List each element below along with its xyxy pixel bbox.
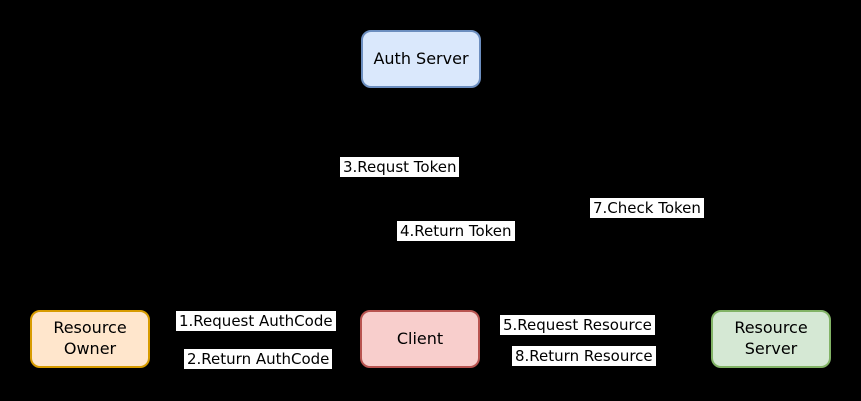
edge-label-step-8: 8.Return Resource	[512, 346, 656, 366]
node-auth-server: Auth Server	[361, 30, 481, 88]
edge-label-step-4: 4.Return Token	[397, 221, 515, 241]
edge-label-step-5: 5.Request Resource	[500, 315, 655, 335]
edge-step-7	[485, 76, 763, 307]
node-client: Client	[360, 310, 480, 368]
node-resource-owner: Resource Owner	[30, 310, 150, 368]
node-resource-server: Resource Server	[711, 310, 831, 368]
edge-label-step-3: 3.Requst Token	[340, 157, 460, 177]
edge-label-step-7: 7.Check Token	[590, 198, 704, 218]
node-resource-owner-label: Resource Owner	[53, 318, 127, 358]
node-resource-server-label: Resource Server	[734, 318, 808, 358]
node-auth-server-label: Auth Server	[373, 48, 469, 68]
edge-label-step-2: 2.Return AuthCode	[184, 349, 333, 369]
edge-label-step-1: 1.Request AuthCode	[176, 311, 336, 331]
node-client-label: Client	[396, 328, 444, 348]
